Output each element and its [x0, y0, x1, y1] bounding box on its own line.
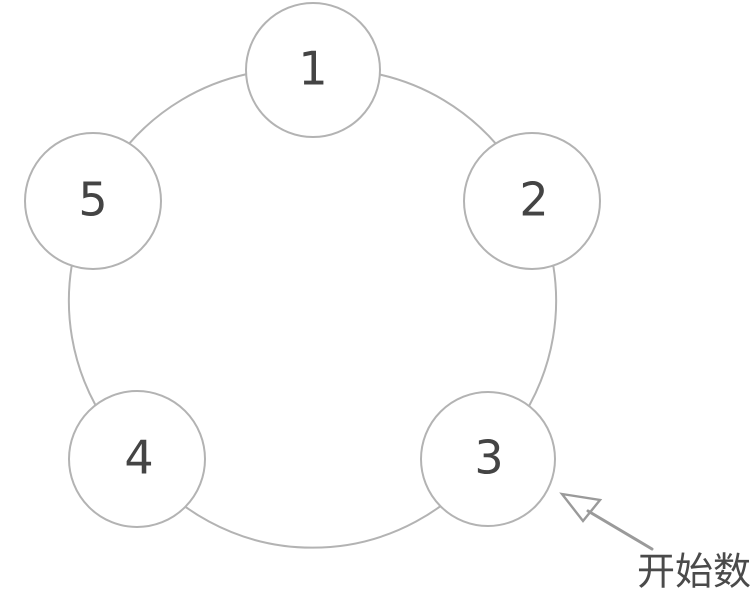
- start-annotation-arrow: [559, 492, 654, 551]
- node-1-circle[interactable]: [245, 2, 381, 138]
- node-4-label: 4: [124, 431, 153, 485]
- node-1[interactable]: 1: [245, 2, 381, 138]
- arrow-shaft: [586, 509, 654, 551]
- node-2-label: 2: [519, 173, 548, 227]
- node-3-circle[interactable]: [420, 391, 556, 527]
- arrow-head-icon: [559, 492, 603, 523]
- node-4-circle[interactable]: [68, 390, 206, 528]
- node-5[interactable]: 5: [24, 132, 162, 270]
- node-5-label: 5: [78, 173, 107, 227]
- node-3-label: 3: [474, 431, 503, 485]
- node-5-circle[interactable]: [24, 132, 162, 270]
- node-2-circle[interactable]: [463, 132, 601, 270]
- node-3[interactable]: 3: [420, 391, 556, 527]
- node-2[interactable]: 2: [463, 132, 601, 270]
- node-4[interactable]: 4: [68, 390, 206, 528]
- start-annotation-label: 开始数: [637, 550, 751, 594]
- node-1-label: 1: [298, 42, 327, 96]
